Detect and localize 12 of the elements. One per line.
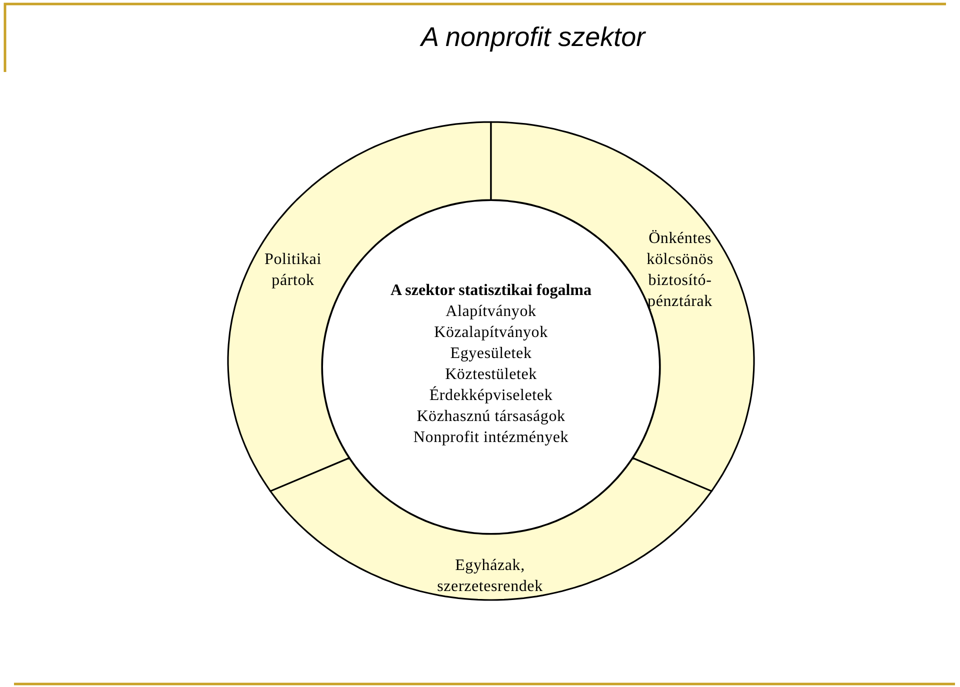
circle-heading: A szektor statisztikai fogalma <box>390 281 592 301</box>
list-item: Nonprofit intézmények <box>413 428 569 448</box>
list-item: Közalapítványok <box>434 323 548 343</box>
list-item: Egyesületek <box>450 344 532 364</box>
segment-label: Politikai pártok <box>264 250 322 291</box>
list-item: Köztestületek <box>445 365 537 385</box>
segment-label: Önkéntes kölcsönös biztosító-pénztárak <box>646 229 714 312</box>
segment-label: Egyházak, szerzetesrendek <box>437 556 543 597</box>
list-item: Alapítványok <box>446 302 536 322</box>
list-item: Érdekképviseletek <box>429 385 553 406</box>
list-item: Közhasznú társaságok <box>416 407 566 427</box>
title: A nonprofit szektor <box>421 21 646 53</box>
